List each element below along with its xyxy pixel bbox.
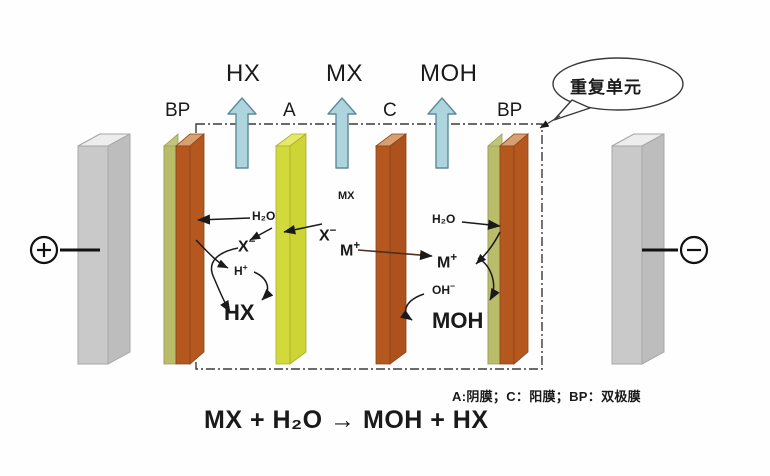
species-cation-base: M+ bbox=[437, 252, 458, 272]
species-product-hx: HX bbox=[224, 300, 255, 325]
callout-bubble bbox=[539, 57, 684, 129]
membrane-legend: A:阴膜；C：阳膜；BP：双极膜 bbox=[452, 389, 641, 404]
product-arrow-mx bbox=[327, 97, 357, 169]
species-product-moh: MOH bbox=[432, 308, 484, 333]
species-water-base: H₂O bbox=[432, 212, 456, 226]
product-label-hx: HX bbox=[226, 60, 261, 87]
product-label-mx: MX bbox=[326, 60, 363, 87]
membrane-bp-right bbox=[487, 133, 530, 365]
species-anion-feed: X− bbox=[319, 225, 337, 245]
species-water-acid: H₂O bbox=[252, 209, 276, 223]
anode-terminal bbox=[29, 235, 100, 265]
overall-reaction-equation: MX + H₂O → MOH + HX bbox=[204, 406, 489, 434]
membrane-c bbox=[374, 133, 408, 365]
species-cation-feed: M+ bbox=[340, 240, 361, 260]
membrane-label-a: A bbox=[283, 100, 296, 121]
membrane-label-c: C bbox=[383, 100, 397, 121]
product-arrow-hx bbox=[227, 97, 257, 169]
membrane-label-bp-right: BP bbox=[497, 100, 523, 121]
product-label-moh: MOH bbox=[420, 60, 478, 87]
membrane-label-bp-left: BP bbox=[165, 100, 191, 121]
acid-chamber-arrows bbox=[195, 214, 274, 313]
callout-label: 重复单元 bbox=[570, 78, 642, 97]
feed-chamber-arrows bbox=[283, 223, 433, 261]
membrane-a bbox=[274, 133, 308, 365]
species-salt-feed: MX bbox=[338, 190, 355, 202]
product-arrow-moh bbox=[427, 97, 457, 169]
species-hydroxide-base: OH− bbox=[432, 281, 456, 297]
cathode-terminal bbox=[642, 235, 709, 265]
base-chamber-arrows bbox=[399, 219, 501, 321]
species-anion-acid: X− bbox=[238, 236, 256, 256]
membrane-bp-left bbox=[163, 133, 206, 365]
species-proton-acid: H+ bbox=[234, 262, 248, 278]
